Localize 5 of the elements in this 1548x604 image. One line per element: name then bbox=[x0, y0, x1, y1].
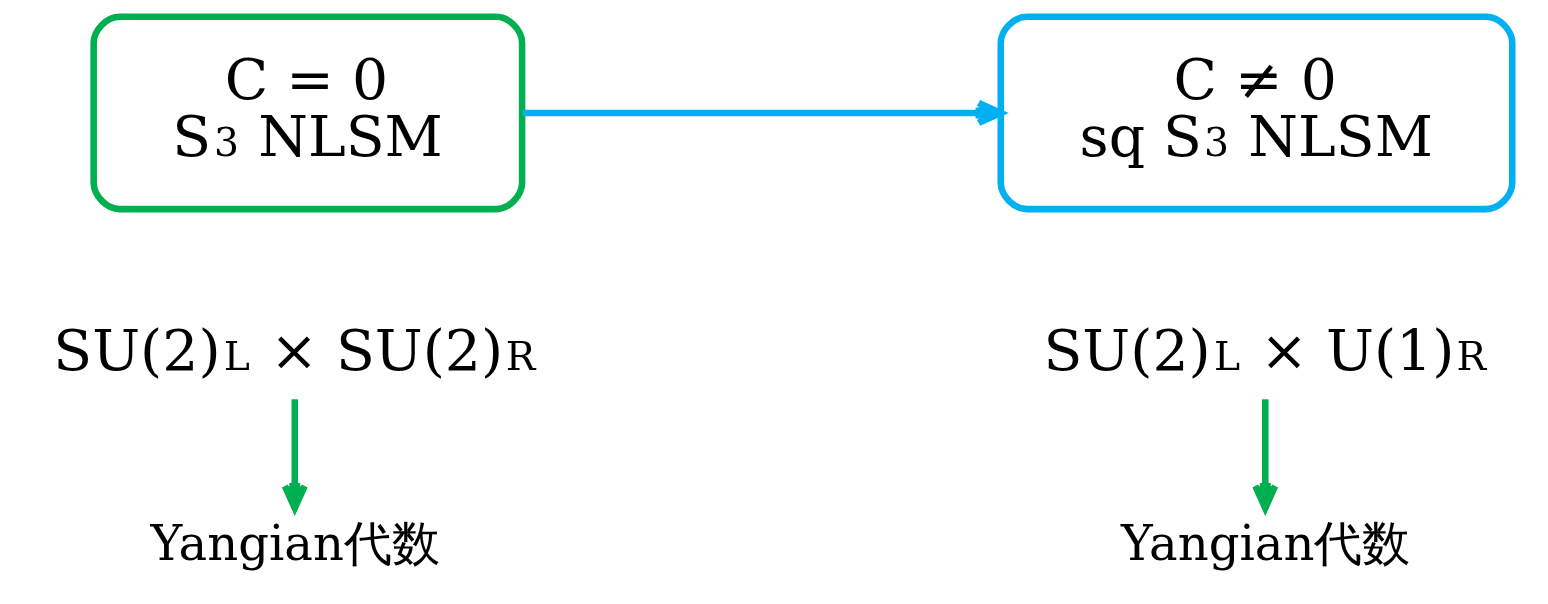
node-text: Yangian代数 bbox=[150, 515, 440, 572]
node-text: SU(2)L × SU(2)R bbox=[53, 317, 536, 384]
node-text: SU(2)L × U(1)R bbox=[1043, 317, 1487, 384]
node-text: Yangian代数 bbox=[1121, 515, 1411, 572]
node-box: C ≠ 0 sq S3 NLSM bbox=[997, 13, 1516, 213]
